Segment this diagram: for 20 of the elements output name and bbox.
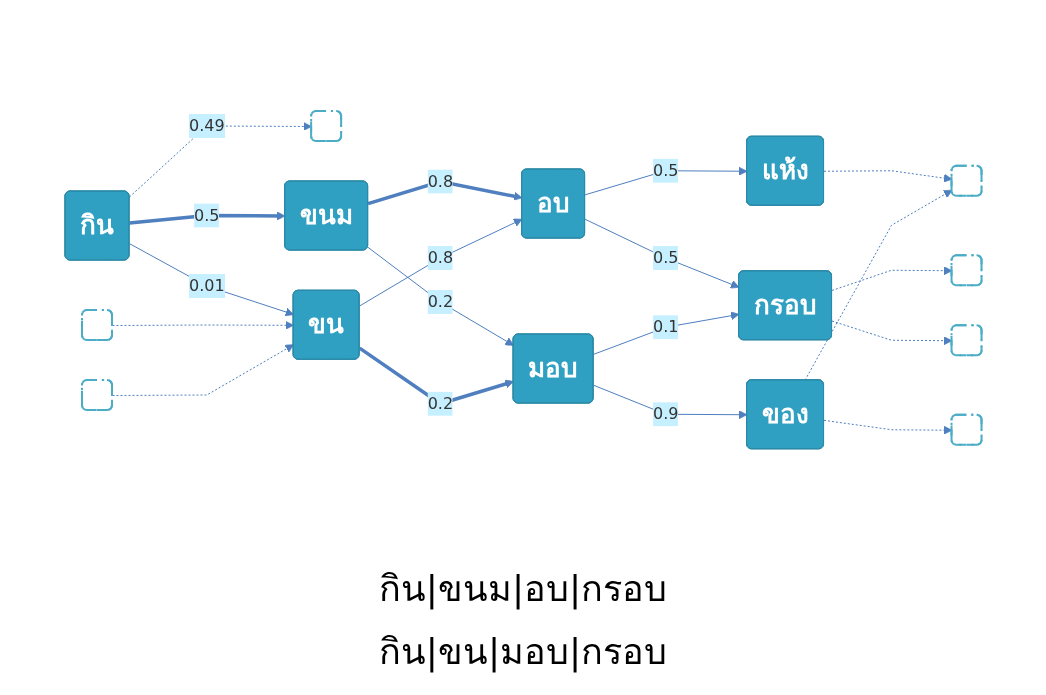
edge-label: 0.5: [652, 248, 679, 268]
arrow: [358, 218, 523, 307]
edge-label: 0.01: [188, 276, 225, 296]
edge-label: 0.8: [427, 248, 453, 268]
arrow: [111, 344, 294, 397]
edge-label: 0.8: [427, 171, 453, 191]
arrow: [592, 311, 740, 355]
edge-label: 0.5: [193, 205, 220, 225]
edge-label: 0.5: [652, 160, 679, 180]
arrow: [128, 243, 294, 317]
edge-label: 0.1: [652, 317, 679, 337]
edge-label: 0.2: [427, 292, 453, 312]
arrow: [367, 246, 514, 346]
edge-label: 0.49: [188, 116, 225, 136]
arrow: [111, 321, 294, 330]
segmentation-text: กิน|ขน|มอบ|กรอบ: [378, 630, 668, 675]
arrow: [584, 218, 740, 289]
segmentation-text: กิน|ขนม|อบ|กรอบ: [378, 567, 668, 612]
edge-label: 0.9: [652, 404, 679, 424]
edge-label: 0.2: [427, 393, 453, 413]
